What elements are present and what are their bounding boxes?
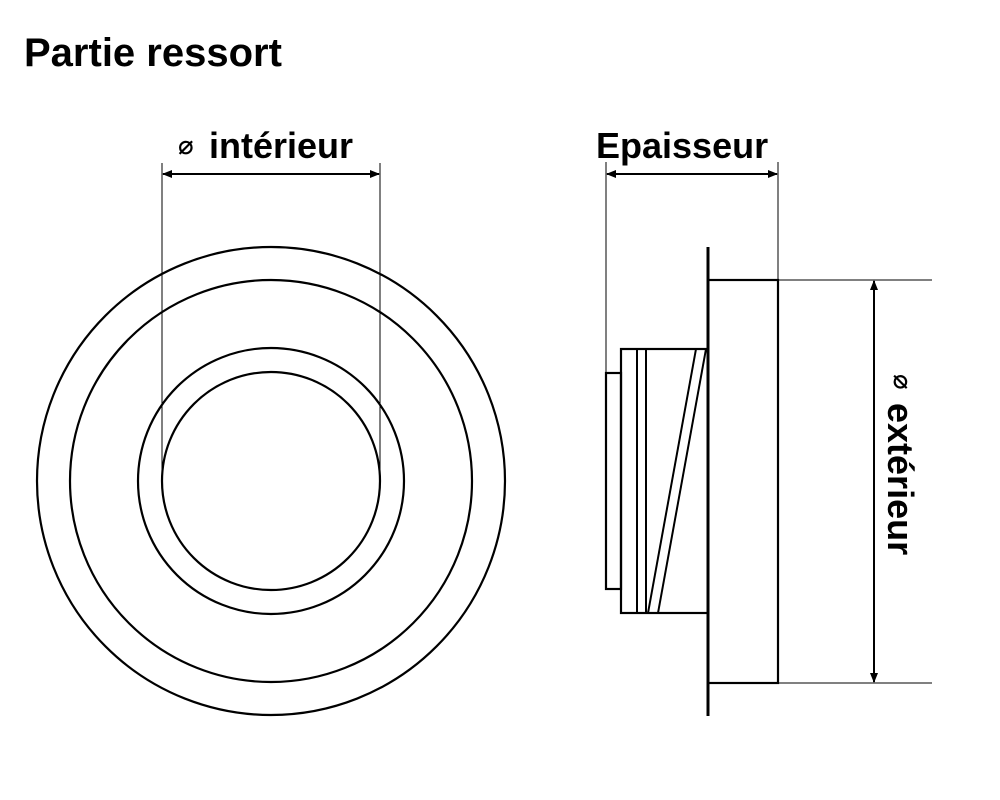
front-view: ⌀ intérieur: [35, 125, 507, 717]
bore-circle: [160, 370, 382, 592]
outer-diameter-symbol: ⌀: [888, 374, 918, 390]
thickness-label: Epaisseur: [596, 125, 768, 166]
diagram-title: Partie ressort: [24, 31, 282, 75]
inner-diameter-symbol: ⌀: [178, 130, 194, 160]
outer-body-circle: [68, 278, 474, 684]
end-cap-rect: [604, 371, 623, 591]
inner-ring-circle: [136, 346, 406, 616]
coil-diagonal-2: [657, 348, 707, 614]
main-body-rect: [706, 278, 780, 685]
outer-diameter-label: extérieur: [880, 403, 921, 555]
outer-flange-circle: [35, 245, 507, 717]
side-view: Epaisseur ⌀ extérieur: [596, 125, 932, 716]
coil-diagonal-1: [647, 348, 697, 614]
inner-diameter-label: intérieur: [209, 125, 353, 166]
